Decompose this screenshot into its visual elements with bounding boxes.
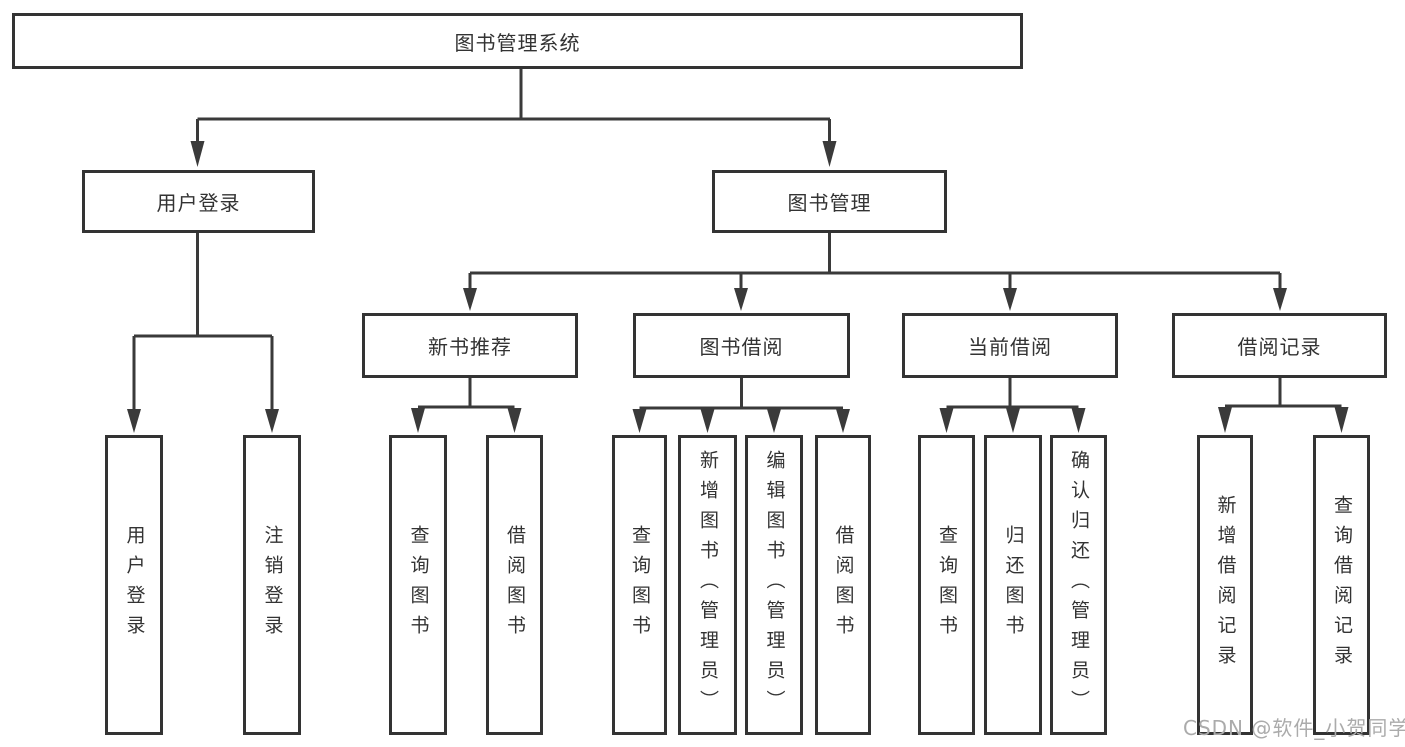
leaf-query-books-2: 查询图书 (612, 435, 667, 735)
arrowhead (1006, 408, 1020, 433)
arrowhead (700, 409, 715, 433)
leaf-label: 查询图书 (936, 525, 958, 645)
connector-borrowing-records-to-leaves (1218, 378, 1349, 433)
leaf-label: 用户登录 (123, 525, 146, 645)
leaf-borrow-books-2: 借阅图书 (815, 435, 871, 735)
node-book-management: 图书管理 (712, 170, 947, 233)
arrowhead (1071, 408, 1086, 433)
arrowhead (822, 141, 837, 167)
arrowhead (127, 409, 141, 433)
leaf-label: 查询借阅记录 (1331, 495, 1353, 675)
node-borrowing-records: 借阅记录 (1172, 313, 1387, 378)
leaf-borrow-books-1: 借阅图书 (486, 435, 543, 735)
connector-book-management-to-level3 (463, 233, 1287, 311)
leaf-query-books-3: 查询图书 (918, 435, 975, 735)
node-user-login: 用户登录 (82, 170, 315, 233)
leaf-label: 归还图书 (1002, 525, 1025, 645)
arrowhead (1003, 288, 1017, 311)
arrowhead (836, 409, 850, 433)
arrowhead (939, 408, 954, 433)
leaf-label: 确认归还（管理员） (1068, 450, 1090, 720)
leaf-confirm-return-admin: 确认归还（管理员） (1050, 435, 1107, 735)
connector-current-borrowing-to-leaves (939, 378, 1086, 433)
leaf-logout: 注销登录 (243, 435, 301, 735)
leaf-label: 借阅图书 (504, 525, 526, 645)
arrowhead (632, 409, 647, 433)
leaf-query-books-1: 查询图书 (389, 435, 447, 735)
node-current-borrowing: 当前借阅 (902, 313, 1118, 378)
connector-user-login-to-leaves (127, 233, 279, 433)
leaf-return-books: 归还图书 (984, 435, 1042, 735)
leaf-label: 借阅图书 (832, 525, 855, 645)
arrowhead (411, 408, 425, 433)
arrowhead (507, 408, 522, 433)
arrowhead (463, 288, 477, 311)
connector-book-borrowing-to-leaves (632, 378, 850, 433)
arrowhead (1273, 288, 1287, 311)
arrowhead (767, 409, 781, 433)
leaf-label: 新增借阅记录 (1214, 495, 1237, 675)
arrowhead (1218, 407, 1232, 433)
leaf-label: 注销登录 (261, 525, 284, 645)
connector-root-to-level2 (190, 69, 837, 167)
leaf-label: 查询图书 (407, 525, 430, 645)
leaf-add-borrow-record: 新增借阅记录 (1197, 435, 1253, 735)
arrowhead (265, 409, 279, 433)
arrowhead (1334, 407, 1349, 433)
leaf-label: 新增图书（管理员） (697, 450, 719, 720)
leaf-query-borrow-record: 查询借阅记录 (1313, 435, 1370, 735)
connector-new-books-to-leaves (411, 378, 522, 433)
node-book-borrowing: 图书借阅 (633, 313, 850, 378)
leaf-user-login: 用户登录 (105, 435, 163, 735)
arrowhead (734, 288, 748, 311)
leaf-add-books-admin: 新增图书（管理员） (678, 435, 737, 735)
leaf-label: 查询图书 (629, 525, 651, 645)
node-new-book-recommend: 新书推荐 (362, 313, 578, 378)
arrowhead (190, 141, 205, 167)
watermark-text: CSDN @软件_小贺同学 (1183, 716, 1405, 740)
leaf-edit-books-admin: 编辑图书（管理员） (745, 435, 803, 735)
node-library-system: 图书管理系统 (12, 13, 1023, 69)
leaf-label: 编辑图书（管理员） (763, 450, 786, 720)
